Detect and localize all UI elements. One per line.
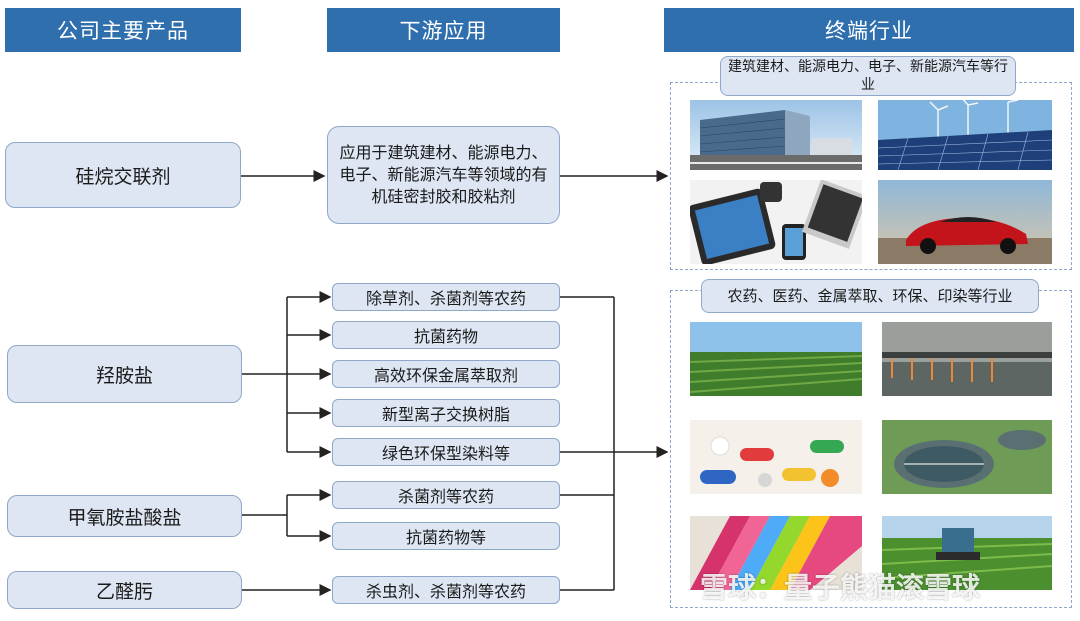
app-metal-extractant: 高效环保金属萃取剂: [332, 360, 560, 388]
app-antibacterial-drugs-2: 抗菌药物等: [332, 522, 560, 550]
industry-caption-2: 农药、医药、金属萃取、环保、印染等行业: [701, 279, 1039, 313]
app-pesticides-herbicide: 除草剂、杀菌剂等农药: [332, 283, 560, 311]
pills-photo: [690, 420, 862, 494]
app-antibacterial-drugs: 抗菌药物: [332, 321, 560, 349]
water-treatment-photo: [882, 420, 1052, 494]
product-acetaldoxime: 乙醛肟: [7, 571, 242, 609]
watermark-text: 雪球：量子熊猫滚雪球: [700, 571, 981, 604]
app-insecticide-fungicide: 杀虫剂、杀菌剂等农药: [332, 576, 560, 604]
app-ion-exchange-resin: 新型离子交换树脂: [332, 399, 560, 427]
building-photo: [690, 100, 862, 170]
solar-wind-photo: [878, 100, 1052, 170]
app-green-dyes: 绿色环保型染料等: [332, 438, 560, 466]
ev-car-photo: [878, 180, 1052, 264]
textiles-photo: [690, 516, 862, 590]
electronics-photo: [690, 180, 862, 264]
product-hydroxylamine-salt: 羟胺盐: [7, 345, 242, 403]
industry-caption-1: 建筑建材、能源电力、电子、新能源汽车等行业: [720, 56, 1016, 96]
header-products: 公司主要产品: [5, 8, 241, 52]
header-terminal: 终端行业: [664, 8, 1074, 52]
metal-extraction-photo: [882, 322, 1052, 396]
app-fungicide-pesticides: 杀菌剂等农药: [332, 481, 560, 509]
farmland-photo: [690, 322, 862, 396]
product-silane-crosslinker: 硅烷交联剂: [5, 142, 241, 208]
product-methoxyamine-hcl: 甲氧胺盐酸盐: [7, 495, 242, 537]
app-silane-sealants: 应用于建筑建材、能源电力、电子、新能源汽车等领域的有机硅密封胶和胶粘剂: [327, 126, 560, 224]
crop-spraying-photo: [882, 516, 1052, 590]
header-downstream: 下游应用: [327, 8, 560, 52]
